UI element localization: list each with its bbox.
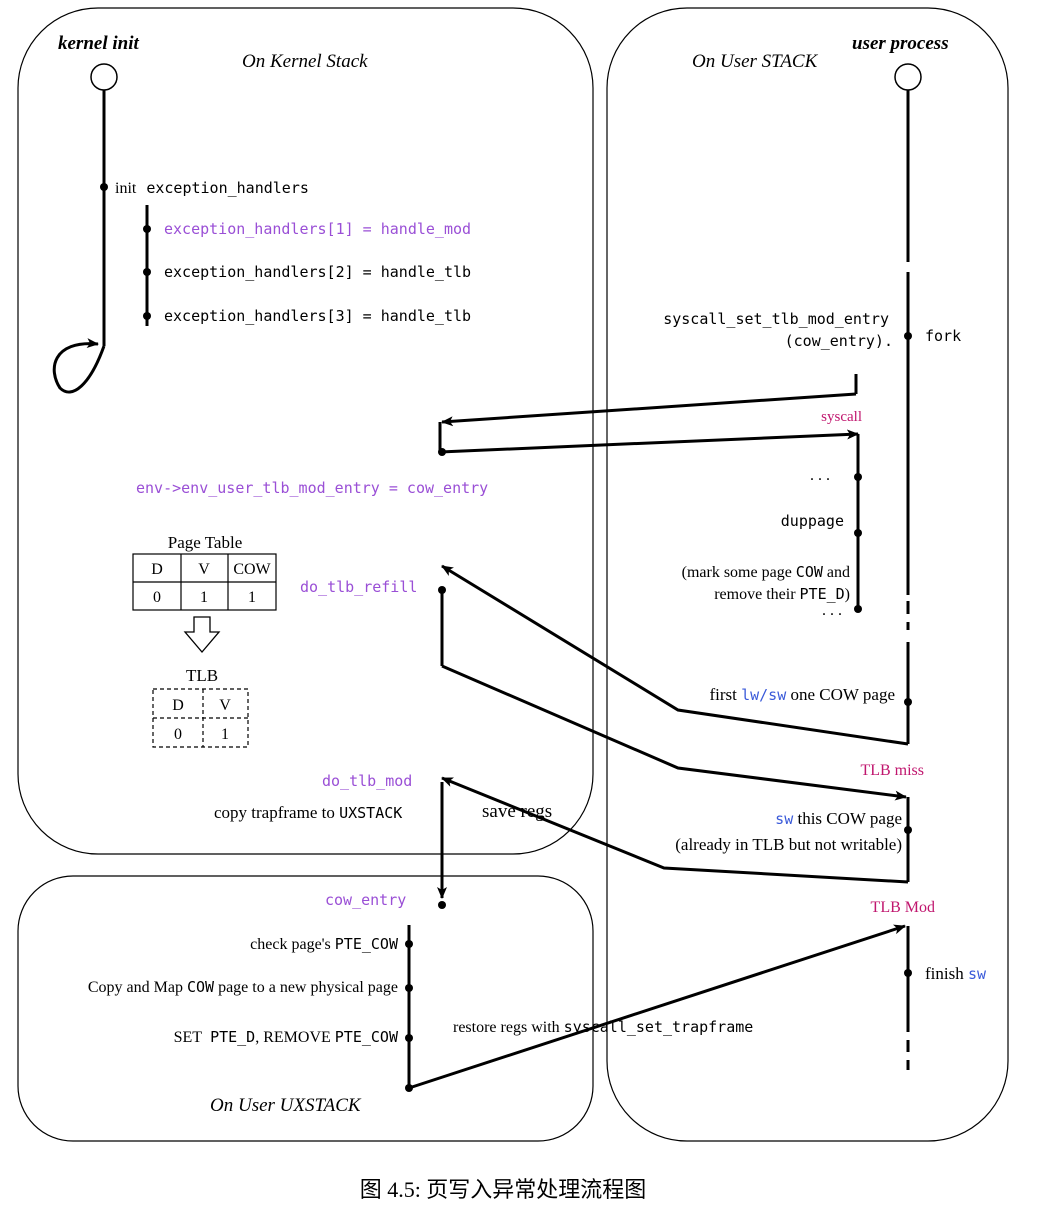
page-table	[132, 553, 277, 611]
page-table-title: Page Table	[168, 533, 243, 552]
handler1-dot	[143, 225, 151, 233]
tlb-header-d: D	[172, 697, 184, 714]
uxstack-region	[17, 875, 594, 1142]
env-dot	[438, 448, 446, 456]
finish-sw-text: finish sw	[925, 964, 987, 983]
kernel-start-node	[90, 63, 118, 91]
duppage-dot	[854, 529, 862, 537]
sw-text: sw this COW page	[775, 809, 902, 828]
first-access-dot	[904, 698, 912, 706]
user-start-node	[894, 63, 922, 91]
tlb-value-d: 0	[174, 726, 182, 743]
copy-map-text: Copy and Map COW page to a new physical …	[88, 978, 398, 996]
page-table-header-cow: COW	[233, 561, 271, 578]
duppage-text: duppage	[781, 512, 844, 530]
mark-cow-text-line1: (mark some page COW and	[682, 563, 850, 581]
tlb-mod-label: TLB Mod	[871, 899, 935, 916]
save-regs-label: save regs	[482, 801, 552, 822]
already-in-tlb-text: (already in TLB but not writable)	[675, 835, 902, 854]
first-access-text: first lw/sw one COW page	[709, 685, 895, 704]
handler3-dot	[143, 312, 151, 320]
tlb-mod-arrow	[441, 776, 909, 884]
tlb-table	[152, 688, 249, 748]
do-tlb-mod-label: do_tlb_mod	[322, 772, 412, 790]
tlb-title: TLB	[186, 666, 218, 685]
user-stack-title: On User STACK	[692, 51, 819, 72]
tlb-miss-return-arrow	[441, 664, 907, 801]
finish-dot	[904, 969, 912, 977]
dots1-dot	[854, 473, 862, 481]
user-region	[606, 7, 1009, 1142]
init-dot	[100, 183, 108, 191]
env-assign-text: env->env_user_tlb_mod_entry = cow_entry	[136, 479, 488, 497]
page-table-value-d: 0	[153, 589, 161, 606]
page-table-header-d: D	[151, 561, 163, 578]
copy-dot	[405, 984, 413, 992]
fork-dot	[904, 332, 912, 340]
kernel-return-arrow	[439, 429, 859, 454]
copy-trapframe-text: copy trapframe to UXSTACK	[214, 803, 402, 822]
uxstack-title: On User UXSTACK	[210, 1095, 362, 1116]
restore-regs-text: restore regs with syscall_set_trapframe	[453, 1018, 753, 1036]
set-dot	[405, 1034, 413, 1042]
figure-caption: 图 4.5: 页写入异常处理流程图	[360, 1177, 647, 1202]
handler2-text: exception_handlers[2] = handle_tlb	[164, 263, 471, 281]
cow-entry-label: cow_entry	[325, 891, 406, 909]
tlb-value-v: 1	[221, 726, 229, 743]
tlb-miss-label: TLB miss	[860, 762, 924, 779]
restore-arrow	[408, 924, 906, 1090]
check-dot	[405, 940, 413, 948]
syscall-to-kernel-arrow	[441, 392, 857, 427]
kernel-loop-arrow	[52, 338, 106, 394]
handler2-dot	[143, 268, 151, 276]
syscall-label: syscall	[821, 409, 862, 425]
tlb-header-v: V	[219, 697, 231, 714]
kernel-init-title: kernel init	[58, 33, 139, 54]
set-remove-text: SET PTE_D, REMOVE PTE_COW	[174, 1028, 399, 1046]
mark-cow-text-line2: remove their PTE_D)	[714, 585, 850, 603]
syscall-set-entry-line1: syscall_set_tlb_mod_entry	[663, 310, 889, 328]
syscall-set-entry-line2: (cow_entry).	[785, 332, 893, 350]
down-arrow-icon	[183, 616, 221, 654]
page-table-value-v: 1	[200, 589, 208, 606]
dots2-text: . . .	[822, 602, 842, 619]
handler3-text: exception_handlers[3] = handle_tlb	[164, 307, 471, 325]
kernel-stack-title: On Kernel Stack	[242, 51, 368, 72]
tlb-refill-arrow	[441, 564, 909, 746]
dots1-text: . . .	[810, 467, 830, 484]
init-label: init exception_handlers	[115, 179, 309, 197]
page-table-value-cow: 1	[248, 589, 256, 606]
sw-dot	[904, 826, 912, 834]
handler1-text: exception_handlers[1] = handle_mod	[164, 220, 471, 238]
check-text: check page's PTE_COW	[250, 935, 399, 953]
user-process-title: user process	[852, 33, 949, 54]
fork-label: fork	[925, 327, 961, 345]
do-tlb-refill-label: do_tlb_refill	[300, 578, 417, 596]
cow-entry-dot	[438, 901, 446, 909]
dots2-dot	[854, 605, 862, 613]
page-table-header-v: V	[198, 561, 210, 578]
kernel-region	[17, 7, 594, 855]
